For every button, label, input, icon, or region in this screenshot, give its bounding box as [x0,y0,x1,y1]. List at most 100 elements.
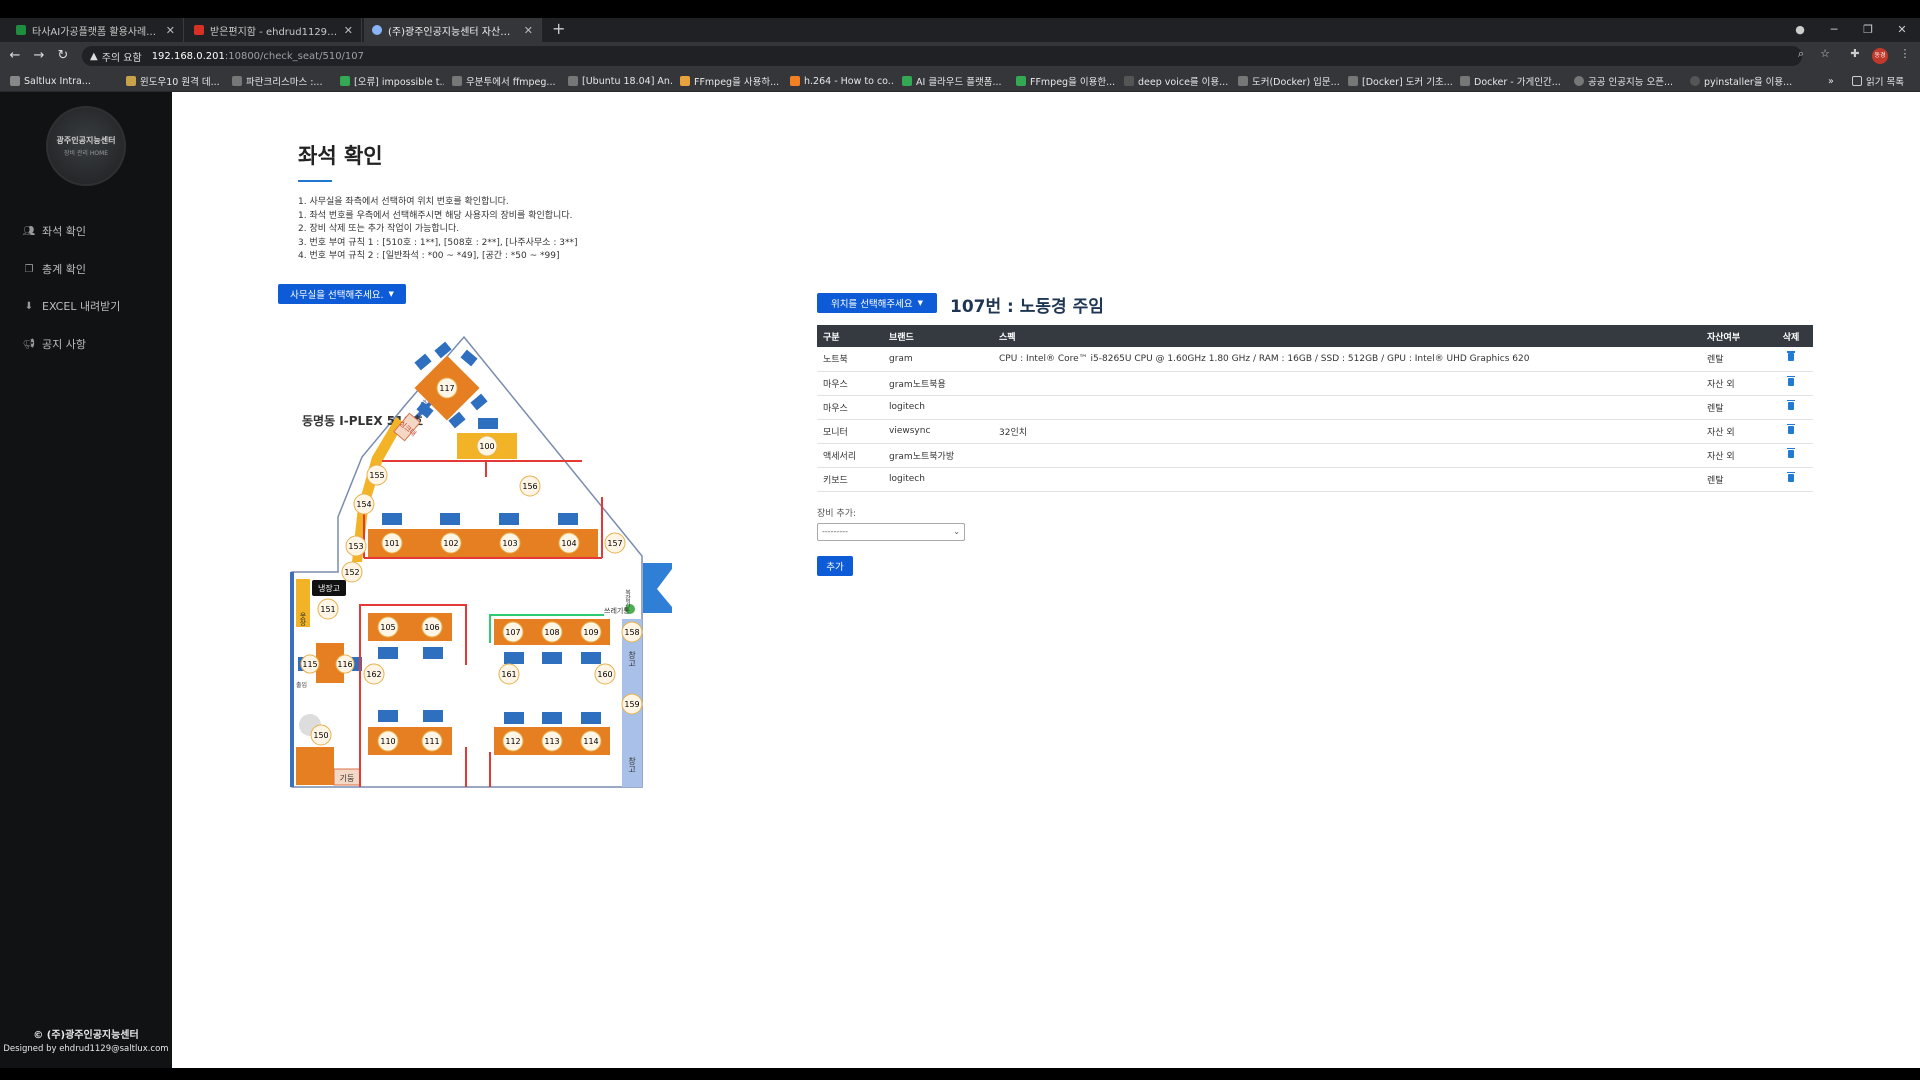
seat-153[interactable] [345,535,367,557]
seat-160[interactable] [594,663,616,685]
seat-112[interactable] [502,730,524,752]
seat-101[interactable] [381,532,403,554]
seat-label: 108 [544,628,559,637]
back-icon[interactable]: ← [9,48,21,63]
seat-111[interactable] [421,730,443,752]
close-icon[interactable]: ✕ [343,23,353,37]
address-bar[interactable]: ▲ 주의 요함 192.168.0.201 :10800/check_seat/… [82,46,1802,66]
bookmark-favicon-icon [232,76,242,86]
add-equipment-button[interactable]: 추가 [817,556,853,576]
seat-label: 103 [502,539,517,548]
bookmark-item[interactable]: [오류] impossible t... [340,73,444,89]
seat-label: 156 [522,482,537,491]
bookmark-item[interactable]: AI 클라우드 플랫폼... [902,73,1008,89]
seat-100[interactable] [476,435,498,457]
cell-asset: 자산 외 [1701,371,1769,396]
cell-spec [993,371,1701,396]
browser-tab-2[interactable]: 받은편지함 - ehdrud1129@saltl ✕ [186,18,362,42]
seat-label: 116 [337,660,352,669]
seat-117[interactable] [436,377,458,399]
tab-search-icon[interactable]: ● [1795,23,1805,36]
forward-icon[interactable]: → [33,48,45,63]
trash-icon[interactable] [1787,447,1795,458]
trash-icon[interactable] [1787,375,1795,386]
home-logo[interactable]: 광주인공지능센터 장비 관리 HOME [46,106,126,186]
bookmark-item[interactable]: deep voice를 이용... [1124,73,1230,89]
seat-154[interactable] [353,493,375,515]
location-select-dropdown[interactable]: 위치를 선택해주세요 ▼ [817,293,937,313]
restore-icon[interactable]: ❐ [1863,23,1873,36]
add-equipment-select[interactable]: --------- ⌄ [817,523,965,541]
seat-115[interactable] [300,654,320,674]
seat-107[interactable] [502,621,524,643]
sidebar-item-notice[interactable]: 📢︎ 공지 사항 [22,338,86,351]
screen-bottom-border [0,1068,1920,1080]
close-icon[interactable]: ✕ [523,23,533,37]
bookmark-item[interactable]: pyinstaller을 이용... [1690,73,1798,89]
seat-113[interactable] [541,730,563,752]
chair-icon [378,710,398,722]
chair-icon [382,513,402,525]
bookmark-item[interactable]: 우분투에서 ffmpeg... [452,73,560,89]
seat-150[interactable] [310,724,332,746]
kebab-menu-icon[interactable]: ⋮ [1899,47,1911,60]
bookmark-item[interactable]: [Ubuntu 18.04] An... [568,73,672,89]
browser-tab-1[interactable]: 타사AI가공플랫폼 활용사례(가는 ✕ [8,18,184,42]
bookmark-star-icon[interactable]: ☆ [1820,47,1830,60]
seat-109[interactable] [580,621,602,643]
seat-105[interactable] [377,616,399,638]
seat-156[interactable] [519,475,541,497]
profile-avatar[interactable]: 동경 [1872,48,1888,64]
seat-159[interactable] [621,693,643,715]
bookmark-item[interactable]: h.264 - How to co... [790,73,894,89]
seat-106[interactable] [421,616,443,638]
col-brand: 브랜드 [883,325,993,347]
trash-icon[interactable] [1787,423,1795,434]
seat-155[interactable] [366,464,388,486]
seat-116[interactable] [335,654,355,674]
zoom-icon[interactable]: ⌕ [1797,47,1805,60]
bookmark-item[interactable]: 공공 인공지능 오픈... [1574,73,1680,89]
bookmarks-overflow-icon[interactable]: » [1828,75,1834,87]
note-line: 4. 번호 부여 규칙 2 : [일반좌석 : *00 ~ *49], [공간 … [298,251,560,261]
office-select-dropdown[interactable]: 사무실을 선택해주세요. ▼ [278,284,406,304]
seat-102[interactable] [440,532,462,554]
sidebar-item-total[interactable]: ❐ 총계 확인 [22,260,86,278]
extensions-icon[interactable]: ✚ [1850,47,1860,60]
seat-162[interactable] [363,663,385,685]
sidebar-item-seat-check[interactable]: 👥︎ 좌석 확인 [22,225,86,238]
bookmark-favicon-icon [452,76,462,86]
seat-161[interactable] [498,663,520,685]
chair-icon [558,513,578,525]
seat-label: 153 [348,542,363,551]
window-close-icon[interactable]: ✕ [1897,23,1907,36]
minimize-icon[interactable]: ─ [1830,23,1838,36]
bookmark-item[interactable]: 윈도우10 원격 데... [126,73,226,89]
new-tab-icon[interactable]: + [552,19,566,38]
seat-152[interactable] [341,561,363,583]
seat-157[interactable] [604,532,626,554]
seat-114[interactable] [580,730,602,752]
reload-icon[interactable]: ↻ [57,48,69,63]
seat-151[interactable] [317,598,339,620]
bookmark-item[interactable]: FFmpeg을 사용하... [680,73,784,89]
bookmark-item[interactable]: Docker - 가게인간... [1460,73,1568,89]
reading-list[interactable]: 읽기 목록 [1852,73,1916,89]
seat-108[interactable] [541,621,563,643]
bookmark-item[interactable]: 파란크리스마스 :... [232,73,332,89]
bookmark-item[interactable]: 도커(Docker) 입문... [1238,73,1342,89]
browser-tab-3[interactable]: (주)광주인공지능센터 자산관리 ✕ [364,18,542,42]
trash-icon[interactable] [1787,399,1795,410]
seat-110[interactable] [377,730,399,752]
sidebar-item-excel[interactable]: ⬇ EXCEL 내려받기 [22,297,121,315]
seat-103[interactable] [499,532,521,554]
trash-icon[interactable] [1787,471,1795,482]
seat-158[interactable] [621,621,643,643]
bookmark-item[interactable]: Saltlux Intra... [10,73,120,89]
trash-icon[interactable] [1787,351,1795,362]
cell-delete [1769,395,1813,420]
bookmark-item[interactable]: FFmpeg을 이용한... [1016,73,1116,89]
seat-104[interactable] [558,532,580,554]
bookmark-item[interactable]: [Docker] 도커 기초... [1348,73,1454,89]
close-icon[interactable]: ✕ [165,23,175,37]
